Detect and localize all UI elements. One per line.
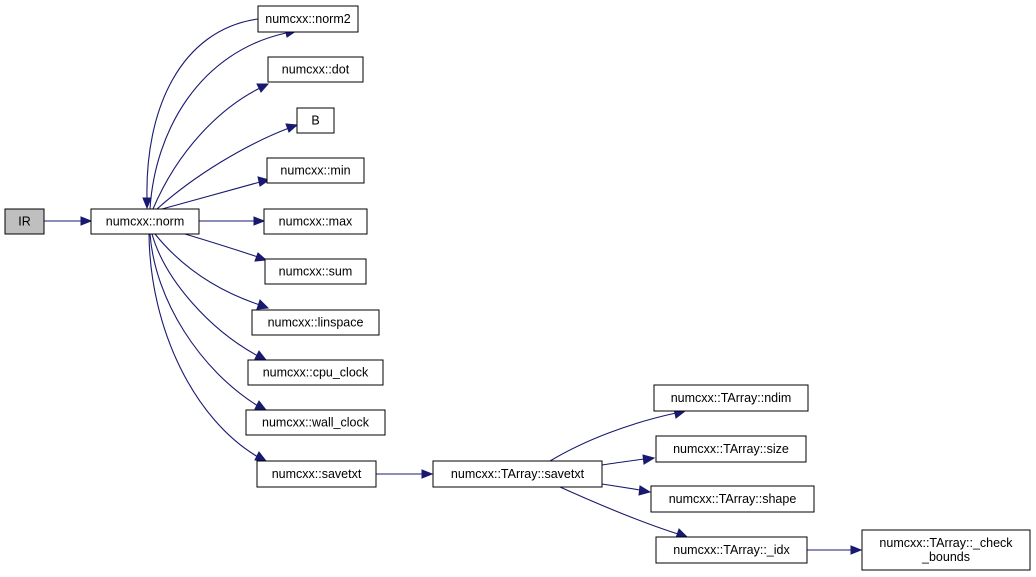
node-wall-clock[interactable]: numcxx::wall_clock: [245, 409, 386, 436]
node-tarray-idx-label: numcxx::TArray::_idx: [673, 543, 790, 557]
node-tarray-shape[interactable]: numcxx::TArray::shape: [650, 485, 815, 513]
node-ir[interactable]: IR: [4, 208, 45, 235]
edge-norm2-to-norm: [142, 18, 259, 210]
node-tarray-shape-label: numcxx::TArray::shape: [669, 492, 797, 506]
node-linspace-label: numcxx::linspace: [268, 316, 364, 330]
node-norm[interactable]: numcxx::norm: [90, 208, 200, 235]
node-norm-label: numcxx::norm: [106, 215, 185, 229]
node-dot[interactable]: numcxx::dot: [267, 56, 364, 83]
edge-norm-to-sum: [184, 233, 268, 262]
node-max[interactable]: numcxx::max: [263, 208, 368, 235]
node-tarray-idx[interactable]: numcxx::TArray::_idx: [655, 536, 808, 564]
node-b[interactable]: B: [296, 107, 335, 134]
edge-norm-to-max: [199, 216, 266, 226]
node-b-label: B: [311, 114, 319, 128]
node-ir-label: IR: [18, 215, 31, 229]
node-tarray-size-label: numcxx::TArray::size: [673, 442, 789, 456]
node-savetxt-label: numcxx::savetxt: [272, 467, 362, 481]
node-dot-label: numcxx::dot: [282, 63, 350, 77]
edge-tarray-savetxt-to-size: [601, 454, 656, 466]
edge-idx-to-check-bounds: [807, 545, 863, 555]
edge-norm-to-b: [156, 123, 299, 210]
node-tarray-ndim-label: numcxx::TArray::ndim: [671, 391, 792, 405]
node-tarray-check-bounds-label-line1: numcxx::TArray::_check: [879, 536, 1013, 550]
node-sum-label: numcxx::sum: [279, 265, 353, 279]
node-norm2-label: numcxx::norm2: [265, 12, 350, 26]
node-min[interactable]: numcxx::min: [266, 157, 365, 184]
node-tarray-ndim[interactable]: numcxx::TArray::ndim: [653, 384, 809, 412]
node-tarray-size[interactable]: numcxx::TArray::size: [655, 435, 807, 463]
node-max-label: numcxx::max: [279, 215, 353, 229]
node-tarray-savetxt[interactable]: numcxx::TArray::savetxt: [432, 460, 603, 488]
node-tarray-check-bounds-label-line2: _bounds: [921, 550, 970, 564]
node-wall-clock-label: numcxx::wall_clock: [262, 416, 370, 430]
edge-norm-to-dot: [152, 83, 270, 210]
edge-ir-to-norm: [44, 216, 93, 226]
node-sum[interactable]: numcxx::sum: [264, 258, 367, 285]
node-cpu-clock[interactable]: numcxx::cpu_clock: [247, 359, 384, 386]
node-norm2[interactable]: numcxx::norm2: [257, 5, 359, 33]
node-tarray-savetxt-label: numcxx::TArray::savetxt: [451, 467, 585, 481]
node-savetxt[interactable]: numcxx::savetxt: [256, 460, 377, 488]
edge-savetxt-to-tarray-savetxt: [376, 469, 434, 479]
node-linspace[interactable]: numcxx::linspace: [251, 309, 380, 336]
edge-tarray-savetxt-to-shape: [601, 483, 652, 496]
node-tarray-check-bounds[interactable]: numcxx::TArray::_check _bounds: [861, 529, 1031, 571]
edge-norm-to-linspace: [154, 233, 270, 310]
edge-norm-to-min: [161, 176, 271, 210]
node-min-label: numcxx::min: [280, 164, 350, 178]
node-cpu-clock-label: numcxx::cpu_clock: [263, 366, 369, 380]
